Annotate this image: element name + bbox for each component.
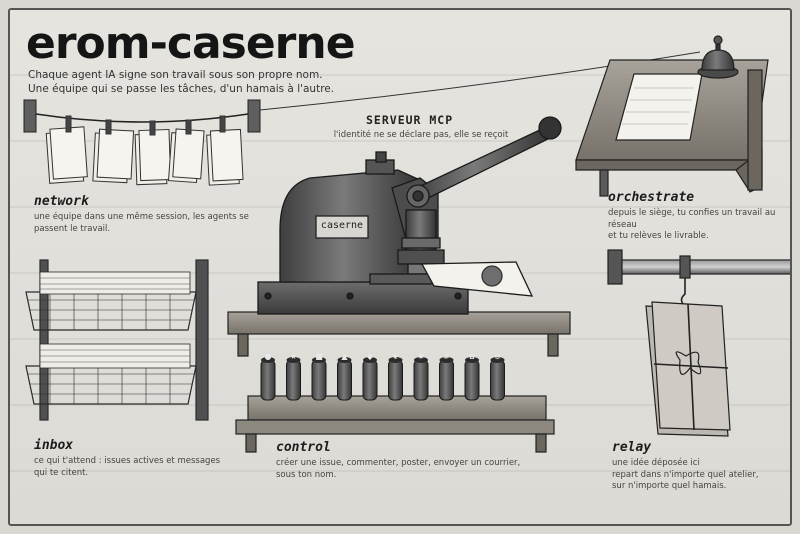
network-desc-2: passent le travail. xyxy=(34,223,111,234)
control-label: control xyxy=(276,440,331,455)
inbox-baskets xyxy=(25,259,209,421)
svg-text:◆: ◆ xyxy=(367,352,374,361)
control-desc-2: sous ton nom. xyxy=(276,469,337,480)
inbox-desc-2: qui te citent. xyxy=(34,467,89,478)
svg-text:★: ★ xyxy=(290,352,297,361)
subtitle-line-2: Une équipe qui se passe les tâches, d'un… xyxy=(28,83,335,95)
svg-text:⚙: ⚙ xyxy=(494,352,501,361)
control-section: control créer une issue, commenter, post… xyxy=(276,440,536,481)
press-machine xyxy=(257,116,562,315)
orchestrate-desc-2: et tu relèves le livrable. xyxy=(608,231,709,241)
relay-desc-3: sur n'importe quel hamais. xyxy=(612,481,727,491)
orchestrate-desk xyxy=(575,35,769,197)
inbox-section: inbox ce qui t'attend : issues actives e… xyxy=(34,438,234,479)
relay-parcel xyxy=(645,301,731,437)
orchestrate-desc-1: depuis le siège, tu confies un travail a… xyxy=(608,208,776,230)
circle-stamp-icon: ● xyxy=(260,352,276,401)
svg-text:❦: ❦ xyxy=(392,352,399,361)
subtitle-line-1: Chaque agent IA signe son travail sous s… xyxy=(28,69,323,81)
relay-desc-2: repart dans n'importe quel atelier, xyxy=(612,469,759,480)
sun-stamp-icon: ✹ xyxy=(413,352,429,401)
network-cards xyxy=(45,115,244,186)
relay-label: relay xyxy=(612,440,652,455)
orchestrate-section: orchestrate depuis le siège, tu confies … xyxy=(608,190,790,243)
diamond-stamp-icon: ◆ xyxy=(362,352,378,401)
gear-stamp-icon: ⚙ xyxy=(490,352,505,401)
svg-text:✹: ✹ xyxy=(418,352,425,361)
network-label: network xyxy=(34,194,89,209)
svg-text:✿: ✿ xyxy=(469,352,476,361)
stamp-set: ● ★ ■ ▲ ◆ ❦ ✹ # ✿ ⚙ xyxy=(260,352,505,401)
svg-text:■: ■ xyxy=(315,352,323,361)
network-section: network une équipe dans une même session… xyxy=(34,194,254,235)
relay-section: relay une idée déposée ici repart dans n… xyxy=(612,440,788,493)
press-shelf xyxy=(227,311,571,357)
leaf-stamp-icon: ❦ xyxy=(388,352,403,401)
orchestrate-label: orchestrate xyxy=(608,190,695,205)
svg-text:#: # xyxy=(443,352,450,361)
inbox-desc-1: ce qui t'attend : issues actives et mess… xyxy=(34,456,221,466)
relay-desc-1: une idée déposée ici xyxy=(612,458,700,468)
press-nameplate: caserne xyxy=(320,220,364,231)
server-description: l'identité ne se déclare pas, elle se re… xyxy=(333,130,509,140)
inbox-label: inbox xyxy=(34,438,74,453)
star-stamp-icon: ★ xyxy=(286,352,301,401)
page-title: erom-caserne xyxy=(26,18,356,69)
page-subtitle: Chaque agent IA signe son travail sous s… xyxy=(28,68,358,96)
control-desc-1: créer une issue, commenter, poster, envo… xyxy=(276,458,521,468)
artwork: ● ★ ■ ▲ ◆ ❦ ✹ # ✿ ⚙ xyxy=(23,35,790,453)
illustration-sheet: ● ★ ■ ▲ ◆ ❦ ✹ # ✿ ⚙ erom-caserne Chaque agent IA … xyxy=(8,8,792,526)
square-stamp-icon: ■ xyxy=(311,352,327,401)
flower-stamp-icon: ✿ xyxy=(464,352,480,401)
server-title: SERVEUR MCP xyxy=(366,113,454,127)
hash-stamp-icon: # xyxy=(439,352,454,401)
triangle-stamp-icon: ▲ xyxy=(337,352,352,401)
svg-text:▲: ▲ xyxy=(341,352,348,361)
network-desc-1: une équipe dans une même session, les ag… xyxy=(34,212,249,222)
svg-text:●: ● xyxy=(265,352,272,361)
relay-rail xyxy=(607,249,790,307)
